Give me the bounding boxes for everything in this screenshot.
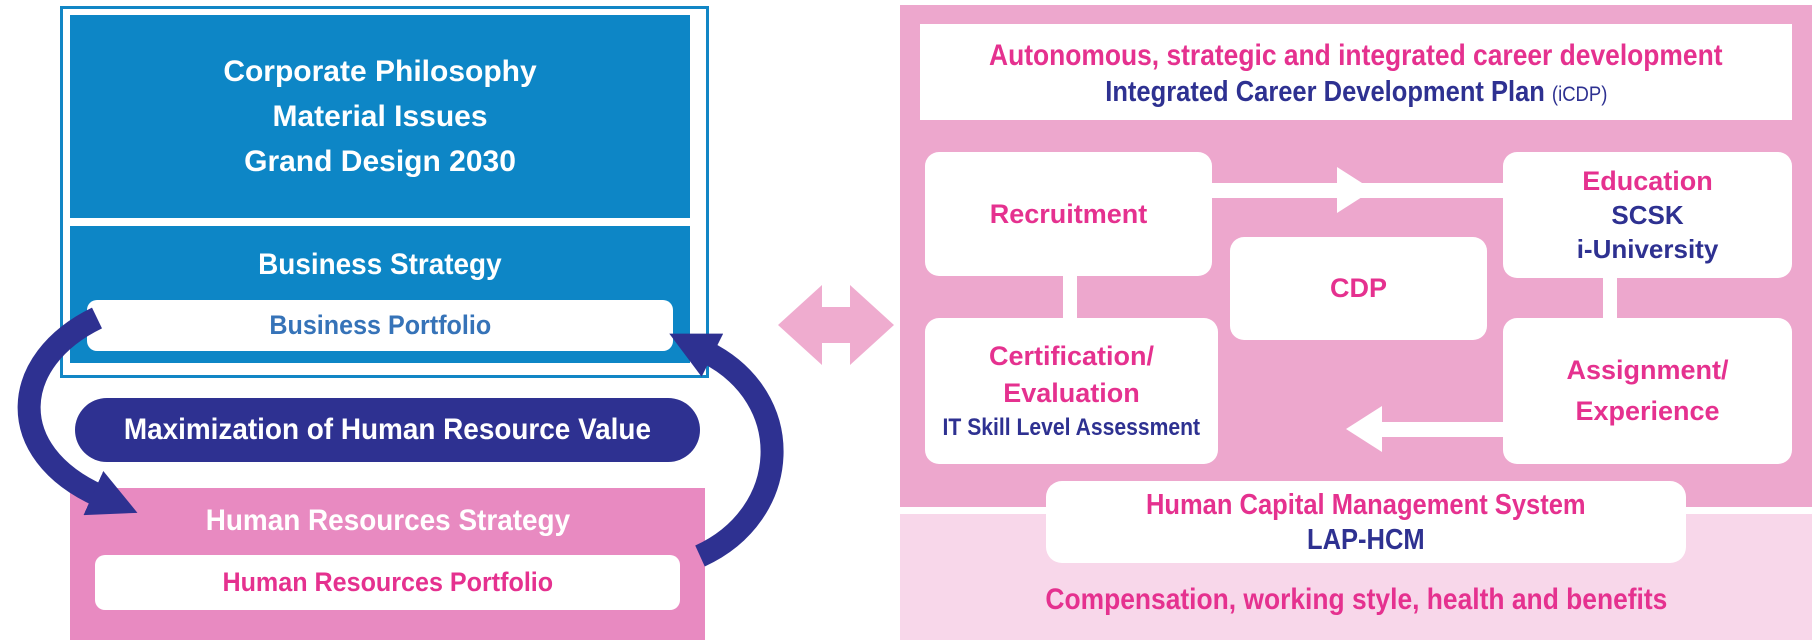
education-label: Education	[1582, 166, 1713, 196]
flow-arrow-left-shaft	[1382, 422, 1503, 437]
business-strategy-label: Business Strategy	[258, 248, 502, 281]
benefits-label: Compensation, working style, health and …	[1045, 583, 1667, 616]
certification-sub: IT Skill Level Assessment	[942, 414, 1201, 441]
icdp-title: Integrated Career Development Plan	[1104, 76, 1545, 108]
career-header-line2: Integrated Career Development Plan (iCDP…	[1105, 73, 1607, 114]
connector-recruitment-certification	[1063, 276, 1077, 318]
career-header-line1: Autonomous, strategic and integrated car…	[989, 39, 1723, 72]
hcm-subtitle: LAP-HCM	[1307, 524, 1425, 556]
flow-arrow-left-icon	[1346, 406, 1382, 452]
corporate-philosophy-panel: Corporate Philosophy Material Issues Gra…	[70, 15, 690, 218]
education-box: Education SCSK i-University	[1503, 152, 1792, 278]
hr-strategy-box: Human Resources Strategy Human Resources…	[70, 488, 705, 640]
certification-line2: Evaluation	[1003, 378, 1140, 408]
cycle-arrows	[17, 307, 784, 567]
recruitment-box: Recruitment	[925, 152, 1212, 276]
cycle-arrow-down-icon	[17, 307, 138, 516]
cdp-box: CDP	[1230, 237, 1487, 340]
hr-portfolio-box: Human Resources Portfolio	[95, 555, 680, 610]
assignment-box: Assignment/ Experience	[1503, 318, 1792, 464]
certification-line1: Certification/	[988, 341, 1155, 371]
assignment-line2: Experience	[1575, 396, 1720, 426]
corporate-strategy-box: Corporate Philosophy Material Issues Gra…	[60, 6, 709, 378]
connector-education-assignment	[1603, 278, 1617, 318]
cycle-arrow-up-icon	[669, 333, 784, 567]
corporate-line-2: Material Issues	[272, 100, 488, 133]
hcm-title: Human Capital Management System	[1146, 489, 1586, 521]
corporate-line-1: Corporate Philosophy	[223, 55, 537, 88]
business-strategy-panel: Business Strategy Business Portfolio	[70, 226, 690, 363]
hr-strategy-label: Human Resources Strategy	[205, 504, 570, 537]
bidirectional-arrow-icon	[778, 285, 894, 365]
career-panel-header: Autonomous, strategic and integrated car…	[920, 24, 1792, 120]
assignment-line1: Assignment/	[1566, 355, 1729, 385]
value-maximization-pill: Maximization of Human Resource Value	[75, 398, 700, 462]
business-portfolio-box: Business Portfolio	[87, 300, 673, 351]
education-sub1: SCSK	[1611, 200, 1684, 230]
education-sub2: i-University	[1576, 234, 1719, 264]
hcm-box: Human Capital Management System LAP-HCM	[1046, 481, 1686, 563]
icdp-abbreviation: (iCDP)	[1551, 83, 1608, 106]
corporate-line-3: Grand Design 2030	[244, 145, 516, 178]
flow-arrow-right-icon	[1337, 167, 1373, 213]
certification-box: Certification/ Evaluation IT Skill Level…	[925, 318, 1218, 464]
